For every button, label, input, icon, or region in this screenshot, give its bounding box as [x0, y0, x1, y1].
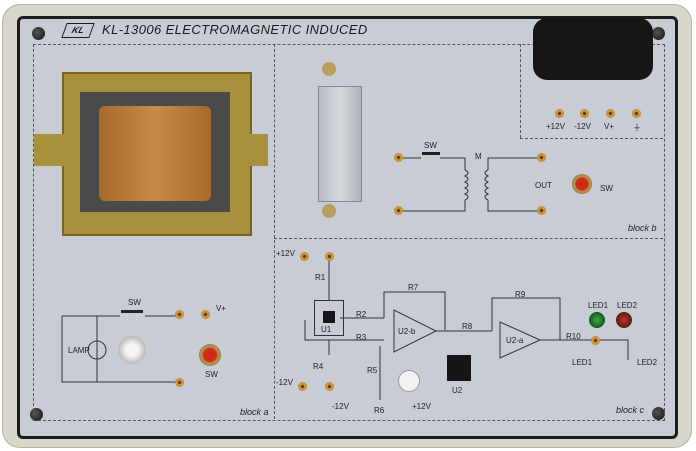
toggle-switch-b[interactable]: [572, 174, 592, 194]
led-label: LED2: [637, 358, 658, 367]
supply-label: +12V: [276, 249, 295, 258]
push-button-a[interactable]: [199, 344, 221, 366]
pot-pos-label: +12V: [412, 402, 431, 411]
resistor-label: R3: [356, 333, 367, 342]
resistor-label: R2: [356, 310, 367, 319]
jack-plus12v[interactable]: [555, 109, 564, 118]
corner-screw: [652, 407, 665, 420]
block-c-label: block c: [616, 405, 645, 415]
transformer-mount: [246, 134, 268, 166]
power-divider: [520, 44, 521, 138]
power-divider: [520, 138, 663, 139]
jack-label: +12V: [546, 122, 565, 131]
resistor-label: R9: [515, 290, 526, 299]
large-transformer: [62, 72, 252, 236]
jack-led[interactable]: [591, 336, 600, 345]
jack-label: V+: [604, 122, 615, 131]
mount-screw: [322, 204, 336, 218]
jack-out-2[interactable]: [537, 206, 546, 215]
mount-screw: [322, 62, 336, 76]
sensor-label: U1: [321, 325, 332, 334]
jack-label: -12V: [574, 122, 591, 131]
resistor-label: R4: [313, 362, 324, 371]
led-label: LED1: [588, 301, 609, 310]
jack-primary-in[interactable]: [394, 153, 403, 162]
toggle-label: SW: [600, 184, 613, 193]
block-a-label: block a: [240, 407, 269, 417]
power-connector[interactable]: [533, 18, 653, 80]
led-red: [616, 312, 632, 328]
corner-screw: [652, 27, 665, 40]
out-label: OUT: [535, 181, 552, 190]
opamp-label: U2-a: [506, 336, 524, 345]
led-green: [589, 312, 605, 328]
panel-title: KL-13006 ELECTROMAGNETIC INDUCED: [102, 22, 368, 37]
block-b-label: block b: [628, 223, 657, 233]
lamp-label: LAMP: [68, 346, 90, 355]
resistor-label: R7: [408, 283, 419, 292]
jack-r4[interactable]: [325, 382, 334, 391]
transformer-label: M: [475, 152, 482, 161]
resistor-label: R5: [367, 366, 378, 375]
jack-a-in[interactable]: [175, 310, 184, 319]
block-divider: [274, 44, 275, 419]
ic-socket-u2[interactable]: [447, 355, 471, 381]
lamp-bulb: [118, 336, 146, 364]
small-transformer: [318, 86, 362, 202]
ground-icon: ⏚: [633, 123, 641, 132]
switch-label: SW: [128, 298, 141, 307]
pot-neg-label: -12V: [332, 402, 349, 411]
jack-out-1[interactable]: [537, 153, 546, 162]
resistor-label: R6: [374, 406, 385, 415]
resistor-label: R8: [462, 322, 473, 331]
jack-r1[interactable]: [325, 252, 334, 261]
jack-ground[interactable]: [632, 109, 641, 118]
block-divider: [274, 238, 663, 239]
push-switch-b[interactable]: [422, 152, 440, 155]
push-switch-a[interactable]: [121, 310, 143, 313]
supply-label: -12V: [276, 378, 293, 387]
ic-label: U2: [452, 386, 463, 395]
jack-a-gnd[interactable]: [175, 378, 184, 387]
led-label: LED2: [617, 301, 638, 310]
resistor-label: R10: [566, 332, 581, 341]
vplus-label: V+: [216, 304, 227, 313]
corner-screw: [32, 27, 45, 40]
switch-label: SW: [424, 141, 437, 150]
jack-plus12v-c[interactable]: [300, 252, 309, 261]
outer-dashed-border: [33, 44, 665, 421]
button-label: SW: [205, 370, 218, 379]
jack-vplus-a[interactable]: [201, 310, 210, 319]
resistor-label: R1: [315, 273, 326, 282]
jack-primary-gnd[interactable]: [394, 206, 403, 215]
transformer-mount: [34, 134, 64, 166]
jack-minus12v-c[interactable]: [298, 382, 307, 391]
sensor-u1: [314, 300, 344, 336]
jack-vplus[interactable]: [606, 109, 615, 118]
led-label: LED1: [572, 358, 593, 367]
jack-minus12v[interactable]: [580, 109, 589, 118]
opamp-label: U2-b: [398, 327, 416, 336]
trimpot-r6[interactable]: [398, 370, 420, 392]
